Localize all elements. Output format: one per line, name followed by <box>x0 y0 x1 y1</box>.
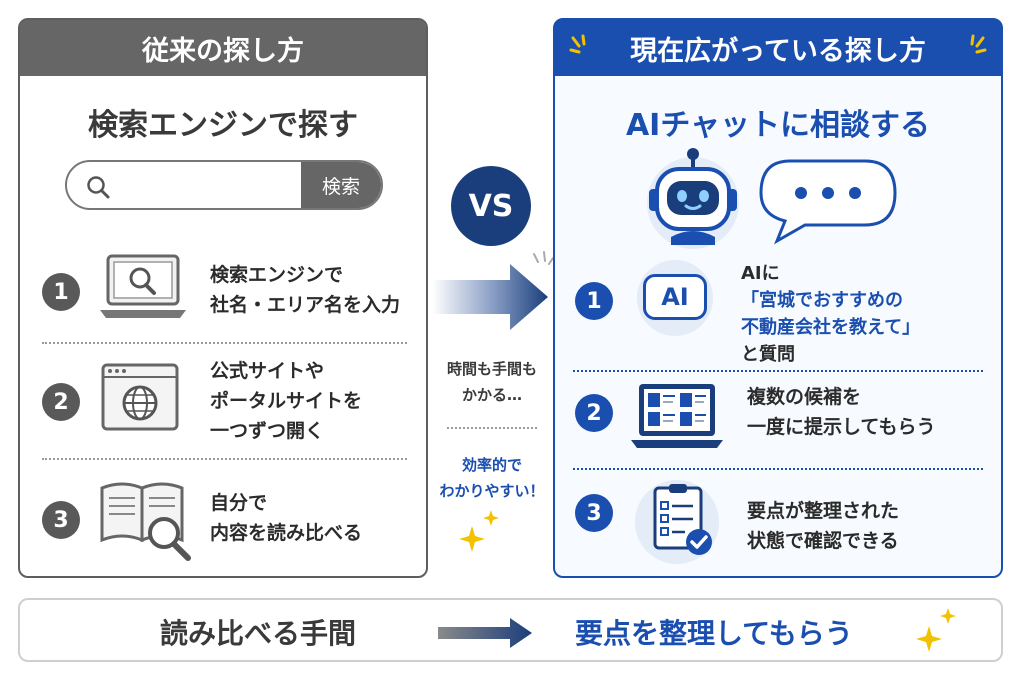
modern-method-header-text: 現在広がっている探し方 <box>630 35 926 67</box>
transition-arrow-icon <box>432 264 548 330</box>
ai-badge: AI <box>643 274 707 320</box>
step-text-line: 内容を読み比べる <box>210 522 363 544</box>
highlight-lines-icon <box>569 34 586 54</box>
step-text-line: 自分で <box>210 492 268 514</box>
traditional-step-1: 1 検索エンジンで 社名・エリア名を入力 <box>20 242 426 342</box>
modern-method-header: 現在広がっている探し方 <box>555 20 1001 76</box>
step-text-line: と質問 <box>741 344 795 365</box>
search-icon <box>87 176 110 199</box>
step-text-line: 一つずつ開く <box>210 420 325 442</box>
robot-icon <box>647 148 739 249</box>
sparkle-icon <box>916 608 956 652</box>
divider <box>447 427 537 429</box>
sparkle-icon <box>459 510 499 552</box>
step-text-line: 複数の候補を <box>747 386 862 408</box>
step-text-line: 公式サイトや <box>210 360 325 382</box>
step-number: 2 <box>575 394 613 432</box>
summary-before: 読み比べる手間 <box>160 617 357 650</box>
note-line: 時間も手間も <box>446 360 537 378</box>
step-text-line: 要点が整理された <box>747 500 900 522</box>
step-text-line: 一度に提示してもらう <box>747 416 936 438</box>
traditional-step-2: 2 公式サイトや ポータルサイトを 一つずつ開く <box>20 352 426 452</box>
step-text-line: ポータルサイトを <box>210 390 363 412</box>
ai-step-2: 2 複数の候補を 一度に提示してもらう <box>555 380 1001 480</box>
step-number: 1 <box>42 273 80 311</box>
ai-chat-title: AIチャットに相談する <box>625 108 931 143</box>
search-engine-title: 検索エンジンで探す <box>88 108 358 143</box>
note-line: わかりやすい！ <box>439 482 545 500</box>
traditional-method-panel: 従来の探し方 検索エンジンで探す 検索 1 検索エンジンで 社名・エリア名を入力… <box>18 18 428 578</box>
chat-bubble-icon <box>759 159 897 245</box>
highlight-lines-icon <box>970 34 987 54</box>
summary-bar: 読み比べる手間 要点を整理してもらう <box>18 598 1003 662</box>
step-number: 3 <box>42 501 80 539</box>
summary-arrow-icon <box>438 618 532 648</box>
ai-step-1: 1 AI AIに 「宮城でおすすめの 不動産会社を教えて」 と質問 <box>555 258 1001 365</box>
step-number: 2 <box>42 383 80 421</box>
book-magnifier-icon <box>100 482 191 561</box>
step-text-line: 社名・エリア名を入力 <box>210 294 401 316</box>
step-text-line: 不動産会社を教えて」 <box>741 317 921 338</box>
laptop-listings-icon <box>631 384 723 448</box>
traditional-step-3: 3 自分で 内容を読み比べる <box>20 470 426 570</box>
search-button[interactable]: 検索 <box>301 162 381 208</box>
step-number: 3 <box>575 494 613 532</box>
time-cost-note: 時間も手間も かかる… <box>432 356 552 408</box>
summary-after: 要点を整理してもらう <box>575 617 853 650</box>
divider <box>42 458 407 460</box>
step-text-line: 「宮城でおすすめの <box>741 290 903 311</box>
divider <box>42 342 407 344</box>
modern-method-panel: 現在広がっている探し方 AIチャットに相談する 1 AI AIに 「宮城 <box>553 18 1003 578</box>
divider <box>573 370 983 372</box>
step-text-line: 状態で確認できる <box>747 530 899 552</box>
ai-step-3: 3 要点が整理された 状態で確認できる <box>555 480 1001 580</box>
laptop-search-icon <box>100 254 186 318</box>
step-text-line: 検索エンジンで <box>210 264 344 286</box>
note-line: かかる… <box>461 386 522 404</box>
search-bar[interactable]: 検索 <box>65 160 383 210</box>
vs-badge: VS <box>451 166 531 246</box>
step-text-line: AIに <box>741 263 780 284</box>
note-line: 効率的で <box>461 456 522 474</box>
divider <box>573 468 983 470</box>
traditional-method-header: 従来の探し方 <box>20 20 426 76</box>
checklist-icon <box>653 484 712 555</box>
burst-lines-icon <box>533 251 554 265</box>
step-number: 1 <box>575 282 613 320</box>
efficient-note: 効率的で わかりやすい！ <box>432 452 552 504</box>
browser-globe-icon <box>101 363 179 431</box>
